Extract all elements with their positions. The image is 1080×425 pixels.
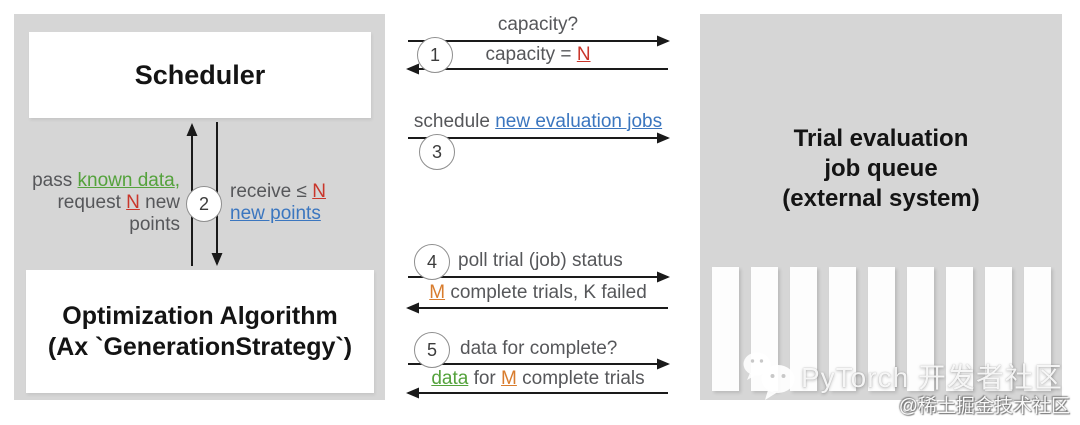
queue-bar xyxy=(985,267,1012,391)
scheduler-panel: Scheduler Optimization Algorithm (Ax `Ge… xyxy=(14,14,385,400)
step-circle-1: 1 xyxy=(417,37,453,73)
data-response-label: data for M complete trials xyxy=(431,368,645,389)
status-response-label: M complete trials, K failed xyxy=(429,282,647,303)
step2-left-label: pass known data, request N new points xyxy=(20,170,180,236)
scheduler-box: Scheduler xyxy=(29,32,371,118)
step-number-3: 3 xyxy=(431,141,442,162)
queue-bar xyxy=(946,267,973,391)
queue-bar xyxy=(907,267,934,391)
step2-left-line-2: request N new xyxy=(57,192,180,213)
job-queue-title-line-3: (external system) xyxy=(782,185,980,212)
step-circle-3: 3 xyxy=(419,134,455,170)
step2-left-line-1: pass known data, xyxy=(32,170,180,191)
job-queue-panel: Trial evaluation job queue (external sys… xyxy=(700,14,1062,400)
queue-bar xyxy=(790,267,817,391)
step-number-2: 2 xyxy=(198,193,209,214)
step2-right-line-1: receive ≤ N xyxy=(230,181,326,202)
capacity-response-label: capacity = N xyxy=(485,44,591,65)
step2-right-label: receive ≤ N new points xyxy=(230,181,326,225)
step2-right-line-2: new points xyxy=(230,203,321,224)
step-circle-2: 2 xyxy=(186,186,222,222)
scheduler-label: Scheduler xyxy=(134,59,266,90)
step-number-5: 5 xyxy=(426,339,437,360)
optimization-line-2: (Ax `GenerationStrategy`) xyxy=(47,332,353,361)
job-queue-title-line-2: job queue xyxy=(824,155,938,182)
capacity-request-label: capacity? xyxy=(497,14,579,35)
step-number-4: 4 xyxy=(426,251,437,272)
step-circle-4: 4 xyxy=(414,244,450,280)
queue-bar xyxy=(712,267,739,391)
step-number-1: 1 xyxy=(429,44,440,65)
optimization-line-1: Optimization Algorithm xyxy=(62,301,338,330)
job-queue-title-line-1: Trial evaluation xyxy=(793,125,969,152)
job-queue-title: Trial evaluation job queue (external sys… xyxy=(700,124,1062,214)
step2-left-line-3: points xyxy=(129,214,180,235)
queue-bar xyxy=(868,267,895,391)
step-circle-5: 5 xyxy=(414,332,450,368)
queue-bar xyxy=(1024,267,1051,391)
schedule-jobs-label: schedule new evaluation jobs xyxy=(413,111,663,132)
data-request-label: data for complete? xyxy=(460,338,618,359)
queue-bar xyxy=(829,267,856,391)
queue-bars xyxy=(712,267,1051,391)
poll-status-label: poll trial (job) status xyxy=(458,250,623,271)
optimization-algorithm-box: Optimization Algorithm (Ax `GenerationSt… xyxy=(26,270,374,393)
